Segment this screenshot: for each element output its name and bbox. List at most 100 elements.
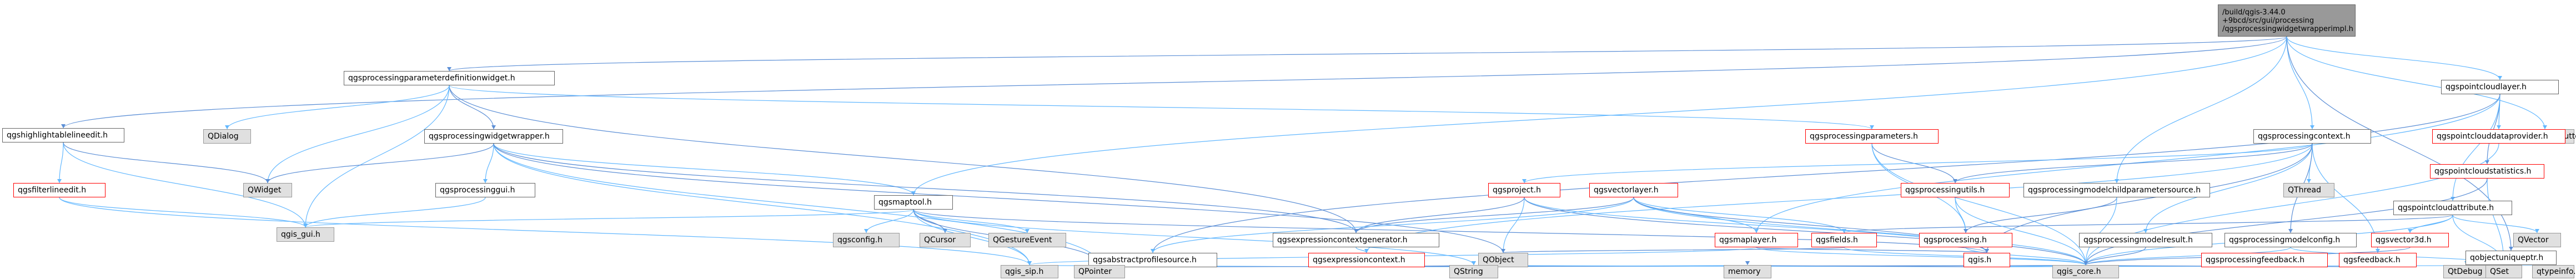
edge-arrowhead-icon	[2288, 229, 2293, 233]
node-qvector[interactable]: QVector	[2513, 233, 2561, 247]
root-path-line-2: +9bcd/src/gui/processing	[2222, 16, 2314, 25]
edge-qgsmaptool-to-qgestureevent	[913, 209, 1028, 233]
edge-arrowhead-icon	[225, 125, 229, 129]
node-qgsabstractprofilesource[interactable]: qgsabstractprofilesource.h	[1088, 253, 1217, 267]
node-qgsconfig[interactable]: qgsconfig.h	[833, 233, 900, 247]
node-qset[interactable]: QSet	[2485, 265, 2522, 278]
edge-qgsprocessingparameterdefinitionwidget-to-qgsprocessingwidgetwrapper	[449, 85, 494, 130]
edge-qgsfilterlineedit-to-qgis-sip	[59, 197, 1030, 266]
edge-arrowhead-icon	[1754, 229, 1759, 233]
node-qgestureevent[interactable]: QGestureEvent	[988, 233, 1066, 247]
node-qwidget[interactable]: QWidget	[243, 183, 292, 197]
node-qthread[interactable]: QThread	[2283, 183, 2334, 197]
edge-qgsprocessingmodelconfig-to-qgis-core	[2085, 247, 2291, 266]
edge-arrowhead-icon	[2376, 249, 2380, 253]
edge-qgsvectorlayer-to-qgsfields	[1633, 197, 1845, 233]
edge-arrowhead-icon	[911, 191, 916, 195]
edge-qgsmaplayer-to-qgis	[1756, 247, 1987, 253]
edge-qgsprocessingmodelresult-to-qgis-core	[2085, 247, 2146, 266]
edge-qgsproject-to-qgis-core	[1524, 197, 2086, 266]
edge-qgsprocessingwidgetwrapperimpl-to-qgsprocessingparameterdefinitionwidget	[449, 36, 2287, 72]
node-qgsexpressioncontextgenerator[interactable]: qgsexpressioncontextgenerator.h	[1273, 233, 1439, 247]
node-qgsproject[interactable]: qgsproject.h	[1488, 183, 1560, 197]
edge-qgsprocessingwidgetwrapper-to-qgsprocessinggui	[485, 143, 494, 184]
edge-qgsprocessingcontext-to-qgsproject	[1524, 143, 2313, 184]
edge-arrowhead-icon	[2115, 179, 2119, 183]
node-qgshighlightablelineedit[interactable]: qgshighlightablelineedit.h	[2, 128, 124, 142]
edge-qgsprocessingwidgetwrapperimpl-to-qgshighlightablelineedit	[63, 36, 2287, 129]
node-qgsprocessinggui[interactable]: qgsprocessinggui.h	[435, 183, 535, 197]
node-qgsprocessingmodelresult[interactable]: qgsprocessingmodelresult.h	[2079, 233, 2212, 247]
node-qgsvectorlayer[interactable]: qgsvectorlayer.h	[1589, 183, 1678, 197]
node-memory[interactable]: memory	[1724, 265, 1771, 278]
node-qgsgui[interactable]: qgis_gui.h	[277, 227, 334, 242]
edge-arrowhead-icon	[483, 179, 488, 183]
node-qgis[interactable]: qgis.h	[1964, 253, 2010, 267]
edge-qgsprocessingparameterdefinitionwidget-to-qgsprocessingparameters	[449, 85, 1872, 130]
edge-qgsfields-to-qobject	[1503, 247, 1845, 253]
node-qgsprocessingmodelconfig[interactable]: qgsprocessingmodelconfig.h	[2225, 233, 2357, 247]
node-qgsmaptool[interactable]: qgsmaptool.h	[874, 195, 953, 210]
node-qdialog[interactable]: QDialog	[203, 129, 251, 144]
edge-arrowhead-icon	[1027, 261, 1032, 265]
node-qtdebug[interactable]: QtDebug	[2443, 265, 2490, 278]
node-qgsexpressioncontext[interactable]: qgsexpressioncontext.h	[1308, 253, 1425, 267]
edge-qgsvectorlayer-to-qgis-core	[1633, 197, 2086, 266]
edge-qgspointcloudlayer-to-qgsabstractprofilesource	[1152, 94, 2500, 253]
node-qgsmaplayer[interactable]: qgsmaplayer.h	[1715, 233, 1798, 247]
edge-arrowhead-icon	[1985, 249, 1989, 253]
edge-arrowhead-icon	[2498, 76, 2502, 80]
edge-qgsprocessingcontext-to-qgsprocessingmodelresult	[2145, 143, 2313, 233]
node-qgis-core[interactable]: qgis_core.h	[2052, 265, 2119, 278]
node-qgsfeedback[interactable]: qgsfeedback.h	[2339, 253, 2417, 267]
edge-arrowhead-icon	[1745, 261, 1750, 265]
node-qtypeinfo[interactable]: qtypeinfo.h	[2532, 265, 2576, 278]
edge-arrowhead-icon	[303, 223, 308, 227]
root-node-qgsprocessingwidgetwrapperimpl[interactable]: /build/qgis-3.44.0 +9bcd/src/gui/process…	[2218, 4, 2356, 37]
edge-qgsfilterlineedit-to-qgsgui	[59, 197, 306, 228]
edge-arrowhead-icon	[2535, 229, 2539, 233]
node-qgsprocessingutils[interactable]: qgsprocessingutils.h	[1901, 183, 2010, 197]
root-path-line-3: /qgsprocessingwidgetwrapperimpl.h	[2222, 24, 2353, 33]
node-qgspointcloudattribute[interactable]: qgspointcloudattribute.h	[2393, 201, 2512, 215]
node-qobjectuniqueptr[interactable]: qobjectuniqueptr.h	[2465, 251, 2557, 265]
node-qgsprocessingcontext[interactable]: qgsprocessingcontext.h	[2253, 129, 2371, 144]
edge-qgsprocessingwidgetwrapperimpl-to-qgsprocessingmodelchildparametersource	[2116, 36, 2287, 184]
edge-arrowhead-icon	[1364, 249, 1369, 253]
node-qgspointcloudstatistics[interactable]: qgspointcloudstatistics.h	[2430, 164, 2544, 179]
node-qgsprocessingwidgetwrapper[interactable]: qgsprocessingwidgetwrapper.h	[424, 129, 563, 144]
root-path-line-1: /build/qgis-3.44.0	[2222, 8, 2286, 17]
node-qstring[interactable]: QString	[1449, 265, 1498, 278]
edge-qgsprocessingmodelchildparametersource-to-qgis-core	[2085, 197, 2117, 266]
node-qgspointcloudlayer[interactable]: qgspointcloudlayer.h	[2441, 80, 2559, 94]
edge-qgsmaptool-to-qgis-sip	[913, 209, 1030, 266]
node-qgsvector3d[interactable]: qgsvector3d.h	[2371, 233, 2449, 247]
node-qgis-sip[interactable]: qgis_sip.h	[1001, 265, 1058, 278]
edge-arrowhead-icon	[2408, 229, 2412, 233]
node-qgsfields[interactable]: qgsfields.h	[1811, 233, 1877, 247]
edge-qgspointcloudlayer-to-qgspointcloudattribute	[2452, 94, 2500, 201]
node-qobject[interactable]: QObject	[1478, 253, 1528, 267]
node-qgsprocessingfeedback[interactable]: qgsprocessingfeedback.h	[2201, 253, 2328, 267]
node-qgsprocessingmodelchildparametersource[interactable]: qgsprocessingmodelchildparametersource.h	[2023, 183, 2210, 197]
edge-qgsprocessingwidgetwrapperimpl-to-qgspointcloudlayer	[2286, 36, 2500, 80]
node-qcursor[interactable]: QCursor	[920, 233, 971, 247]
edge-qgsprocessing-to-qgis-core	[1965, 247, 2086, 266]
node-qgsprocessing[interactable]: qgsprocessing.h	[1919, 233, 2012, 247]
node-qgsprocessingparameters[interactable]: qgsprocessingparameters.h	[1805, 129, 1939, 144]
node-qgspointclouddataprovider[interactable]: qgspointclouddataprovider.h	[2432, 129, 2565, 144]
edge-arrowhead-icon	[2543, 125, 2547, 129]
edge-qgspointcloudattribute-to-qvector	[2452, 215, 2538, 233]
edge-arrowhead-icon	[2083, 261, 2088, 265]
edge-arrowhead-icon	[1501, 249, 1505, 253]
node-qgsfilterlineedit[interactable]: qgsfilterlineedit.h	[13, 183, 106, 197]
node-qpointer[interactable]: QPointer	[1074, 265, 1125, 278]
edge-arrowhead-icon	[61, 124, 66, 128]
edge-qgshighlightablelineedit-to-qgsgui	[63, 142, 306, 228]
node-qgsprocessingparameterdefinitionwidget[interactable]: qgsprocessingparameterdefinitionwidget.h	[344, 71, 555, 85]
edge-arrowhead-icon	[2509, 247, 2513, 251]
edge-qgsprocessingwidgetwrapperimpl-to-qobjectuniqueptr	[2286, 36, 2512, 251]
edge-qgsprocessingcontext-to-qgsexpressioncontext	[1366, 143, 2313, 253]
edge-qgsvectorlayer-to-qgsabstractprofilesource	[1152, 197, 1634, 253]
edge-qgsprocessingutils-to-qgis-core	[1955, 197, 2086, 266]
